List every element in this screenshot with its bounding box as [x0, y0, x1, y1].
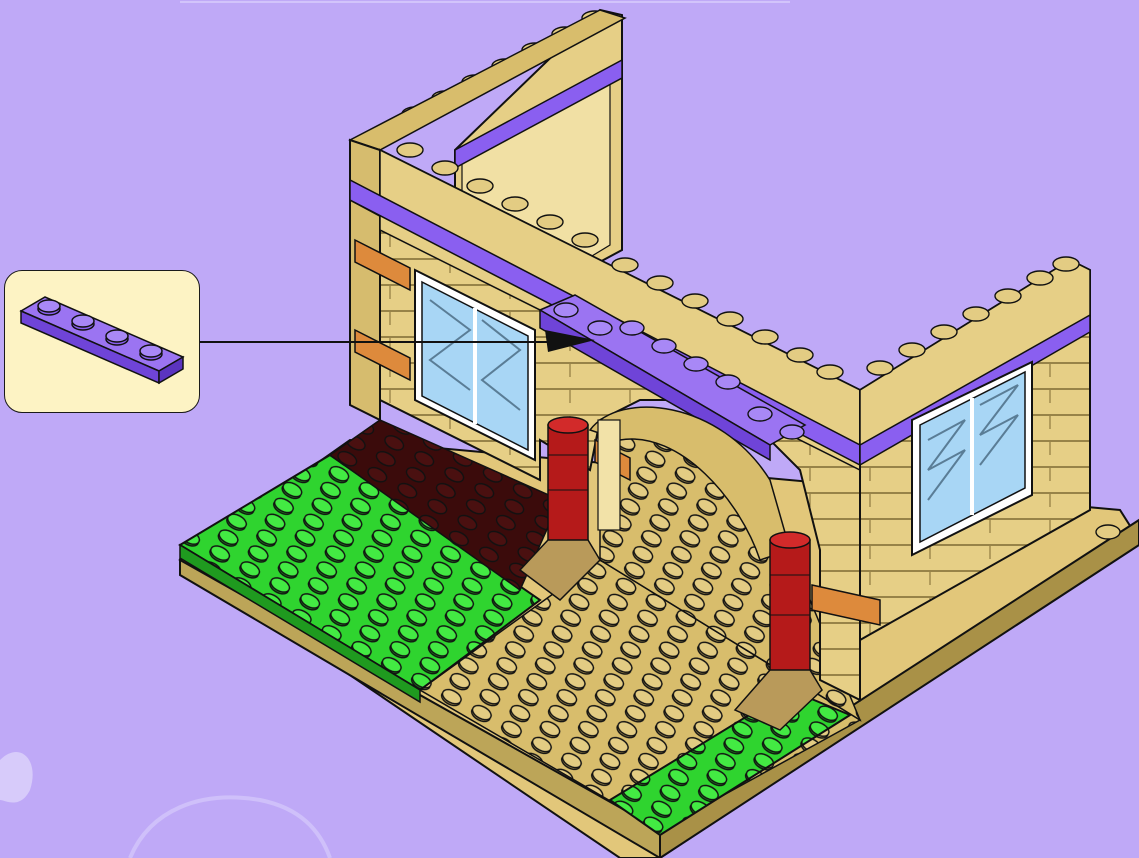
instruction-page [0, 0, 1139, 858]
beach-house-arch-wall-icon [0, 0, 1139, 858]
